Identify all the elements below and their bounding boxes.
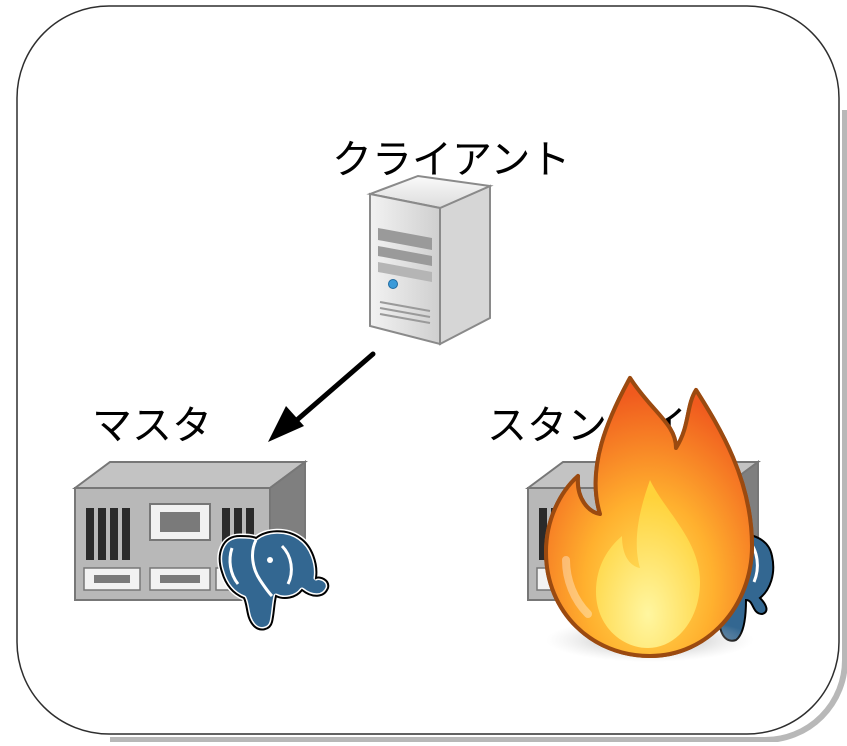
arrow-icon <box>268 351 376 442</box>
power-led <box>388 279 398 289</box>
master-label: マスタ <box>92 403 212 449</box>
client-label: クライアント <box>332 137 571 183</box>
postgresql-elephant-icon <box>217 528 331 632</box>
standby-label: スタンバイ <box>487 403 687 449</box>
tower-server-icon <box>366 174 494 346</box>
frame-shadow-right <box>110 110 847 743</box>
